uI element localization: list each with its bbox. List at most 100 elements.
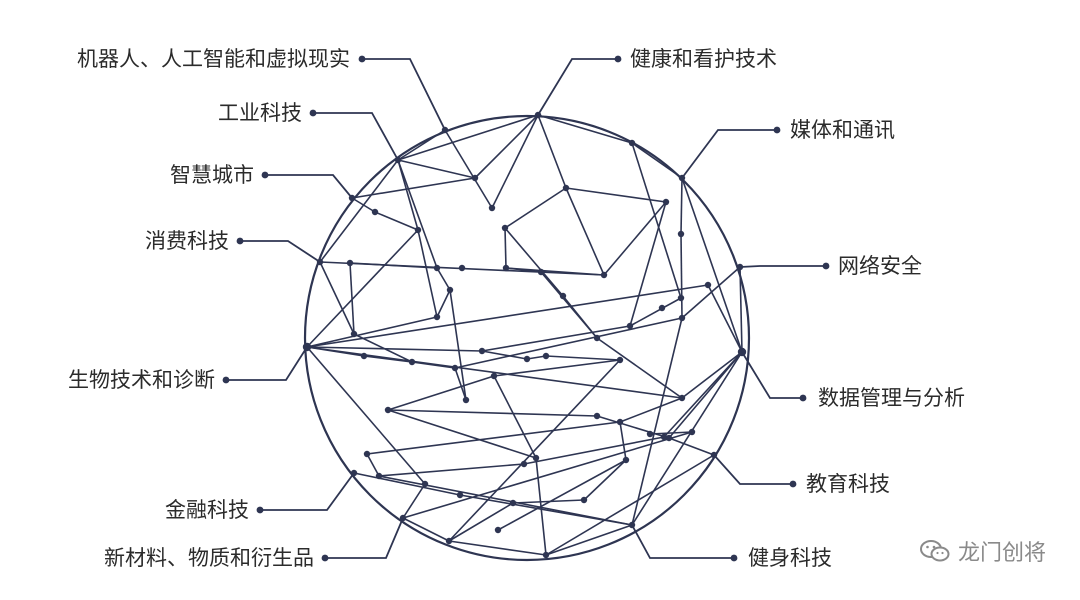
category-label-left: 工业科技 (218, 101, 302, 125)
network-node (532, 454, 540, 462)
network-node (628, 139, 636, 147)
network-edge (596, 337, 683, 399)
network-edge (306, 346, 483, 352)
network-node (384, 406, 392, 414)
leader-dot (256, 506, 264, 514)
network-node (542, 551, 550, 559)
network-edge (363, 355, 413, 363)
network-node (678, 174, 686, 182)
label-leader-lines (222, 55, 830, 562)
network-node (736, 263, 744, 271)
network-node (626, 322, 634, 330)
network-node (677, 294, 685, 302)
network-edge (540, 271, 598, 339)
network-edge (505, 267, 542, 273)
network-edge (707, 284, 743, 353)
network-edge (629, 297, 682, 327)
network-edge (497, 459, 627, 531)
network-node (394, 156, 402, 164)
network-node (350, 330, 358, 338)
network-edge (387, 409, 598, 417)
network-edge (545, 524, 633, 556)
network-edge (306, 346, 365, 357)
wechat-icon (919, 540, 950, 562)
network-edge (306, 346, 426, 485)
network-edge (448, 540, 547, 556)
network-edge (353, 472, 461, 496)
network-edge (306, 229, 419, 348)
network-edge (306, 316, 438, 348)
leader-line (362, 58, 446, 131)
network-node (562, 184, 570, 192)
leader-dot (789, 480, 797, 488)
network-edge (454, 317, 683, 369)
leader-line (741, 351, 803, 399)
network-edge (493, 375, 537, 459)
network-edge (481, 325, 631, 352)
network-edge (681, 351, 743, 399)
network-edge (319, 261, 355, 335)
network-node (534, 111, 542, 119)
leader-dot (358, 55, 366, 63)
network-node (593, 334, 601, 342)
network-node (316, 258, 324, 266)
category-label-right: 教育科技 (806, 472, 890, 496)
leader-line (537, 58, 618, 116)
network-edge (631, 142, 682, 299)
network-edge (504, 187, 567, 229)
leader-dot (321, 554, 329, 562)
network-edge (681, 177, 743, 353)
network-edge (319, 159, 399, 263)
network-edge (436, 267, 451, 291)
network-node (371, 208, 379, 216)
leader-line (240, 240, 321, 263)
network-edge (603, 201, 667, 276)
network-node (737, 347, 747, 357)
network-edge (444, 129, 493, 209)
network-edge (448, 502, 514, 542)
network-edge (366, 453, 380, 477)
network-node (662, 198, 670, 206)
network-edge (449, 289, 467, 401)
leader-line (713, 454, 793, 485)
network-node (421, 480, 429, 488)
network-edge (448, 359, 621, 542)
network-edge (649, 431, 693, 435)
network-edge (537, 114, 633, 144)
network-edge (349, 262, 438, 269)
leader-dot (614, 55, 622, 63)
network-node (677, 230, 685, 238)
network-edge (397, 159, 419, 231)
network-node (710, 451, 718, 459)
leader-dot (799, 394, 807, 402)
network-edge (306, 284, 709, 348)
network-edge (631, 317, 683, 526)
network-edge (565, 187, 667, 203)
category-label-left: 新材料、物质和衍生品 (104, 546, 314, 570)
network-node (433, 313, 441, 321)
network-node (628, 521, 636, 529)
network-node (471, 174, 479, 182)
network-node (462, 396, 470, 404)
network-node (580, 496, 588, 504)
network-node (622, 456, 630, 464)
network-node (456, 491, 464, 499)
network-edge (397, 114, 539, 161)
network-edge (663, 351, 743, 438)
network-nodes (302, 111, 747, 559)
network-node (363, 450, 371, 458)
network-node (488, 204, 496, 212)
network-edge (474, 114, 539, 179)
network-edge (619, 397, 683, 423)
network-edge (545, 454, 715, 556)
leader-dot (773, 126, 781, 134)
network-edge (411, 361, 456, 369)
network-node (704, 281, 712, 289)
network-edge (402, 517, 450, 542)
network-node (360, 352, 368, 360)
network-node (616, 356, 624, 364)
network-node (688, 428, 696, 436)
network-node (478, 347, 486, 355)
network-edge (619, 421, 627, 461)
